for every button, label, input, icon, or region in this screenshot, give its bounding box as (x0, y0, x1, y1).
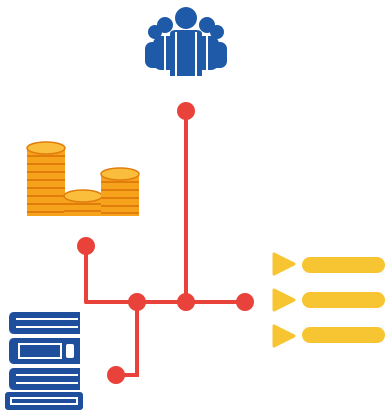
node-coins (77, 237, 95, 255)
line-books-branch (114, 300, 139, 377)
list-bullets-icon (272, 252, 385, 348)
books-stack-icon (5, 312, 83, 410)
people-outline-accents (164, 32, 208, 76)
node-books (107, 366, 125, 384)
people-group-icon (145, 7, 227, 76)
node-list (236, 293, 254, 311)
connector-lines (84, 109, 247, 377)
node-junction-left (128, 293, 146, 311)
node-people (177, 102, 195, 120)
node-junction-center (177, 293, 195, 311)
coin-stacks-icon (26, 141, 140, 216)
connector-nodes (77, 102, 254, 384)
